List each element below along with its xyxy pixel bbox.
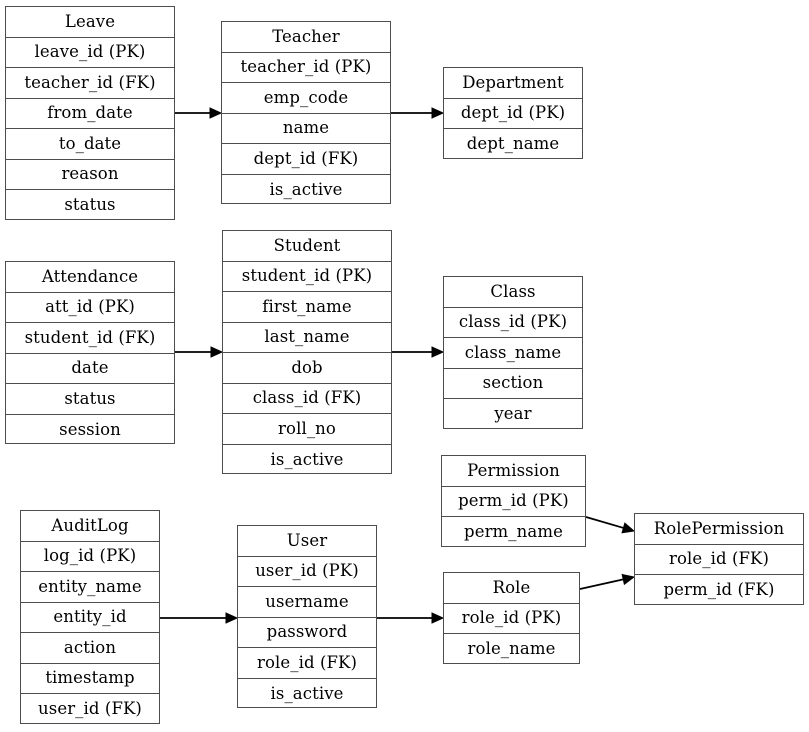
entity-field-row[interactable]: user_id (PK) [238,557,376,587]
entity-field-row[interactable]: teacher_id (PK) [222,53,390,83]
relationship-arrow-user-role [377,612,445,624]
relationship-arrow-auditlog-user [160,612,239,624]
relationship-arrow-role-rolepermission [579,573,636,590]
entity-field-row[interactable]: role_id (FK) [635,545,803,575]
entity-field-row[interactable]: emp_code [222,83,390,114]
relationship-arrow-permission-rolepermission [585,516,636,534]
entity-field-row[interactable]: reason [6,160,174,190]
entity-field-row[interactable]: last_name [223,323,391,353]
entity-field-row[interactable]: password [238,618,376,648]
entity-title-department: Department [444,68,582,99]
entity-title-leave: Leave [6,7,174,38]
entity-field-row[interactable]: username [238,587,376,618]
relationship-arrow-leave-teacher [175,107,223,119]
relationship-arrow-student-class [392,346,445,358]
entity-field-row[interactable]: student_id (FK) [6,323,174,354]
entity-title-permission: Permission [442,456,585,487]
entity-title-user: User [238,526,376,557]
entity-field-row[interactable]: dept_name [466,134,560,153]
entity-field-row[interactable]: class_id (FK) [223,384,391,414]
entity-field-row[interactable]: date [6,354,174,384]
entity-field-row[interactable]: is_active [270,683,344,703]
entity-field-row[interactable]: year [494,404,532,423]
relationship-arrow-teacher-department [391,107,445,119]
entity-field-row[interactable]: name [222,114,390,144]
entity-field-row[interactable]: to_date [6,129,174,160]
entity-field-row[interactable]: teacher_id (FK) [6,68,174,99]
entity-field-row[interactable]: role_name [467,639,556,658]
entity-field-row[interactable]: role_id (PK) [444,604,579,634]
relationship-arrow-attendance-student [175,346,224,358]
entity-field-row[interactable]: status [64,195,116,214]
entity-field-row[interactable]: att_id (PK) [6,293,174,323]
entity-title-rolepermission: RolePermission [635,514,803,545]
entity-field-row[interactable]: perm_id (FK) [663,580,775,599]
entity-field-row[interactable]: role_id (FK) [238,648,376,679]
entity-field-row[interactable]: status [6,384,174,415]
entity-field-row[interactable]: student_id (PK) [223,262,391,292]
entity-field-row[interactable]: leave_id (PK) [6,38,174,68]
entity-field-row[interactable]: class_name [444,338,582,369]
entity-field-row[interactable]: user_id (FK) [38,699,142,718]
entity-title-class: Class [444,277,582,308]
entity-field-row[interactable]: log_id (PK) [21,542,159,572]
entity-title-auditlog: AuditLog [21,511,159,542]
entity-field-row[interactable]: dept_id (FK) [222,144,390,175]
entity-field-row[interactable]: action [21,633,159,664]
entity-field-row[interactable]: from_date [6,99,174,129]
entity-field-row[interactable]: dob [223,353,391,384]
entity-title-student: Student [223,231,391,262]
entity-field-row[interactable]: section [444,369,582,399]
entity-title-attendance: Attendance [6,262,174,293]
entity-field-row[interactable]: is_active [269,179,343,199]
entity-field-row[interactable]: session [59,419,121,439]
entity-field-row[interactable]: roll_no [223,414,391,445]
entity-field-row[interactable]: timestamp [21,664,159,694]
entity-title-teacher: Teacher [222,22,390,53]
entity-field-row[interactable]: perm_id (PK) [442,487,585,517]
entity-field-row[interactable]: perm_name [464,522,563,541]
entity-field-row[interactable]: entity_name [21,572,159,603]
entity-field-row[interactable]: first_name [223,292,391,323]
entity-field-row[interactable]: entity_id [21,603,159,633]
entity-title-role: Role [444,573,579,604]
entity-field-row[interactable]: dept_id (PK) [444,99,582,129]
entity-field-row[interactable]: class_id (PK) [444,308,582,338]
entity-field-row[interactable]: is_active [270,449,344,469]
